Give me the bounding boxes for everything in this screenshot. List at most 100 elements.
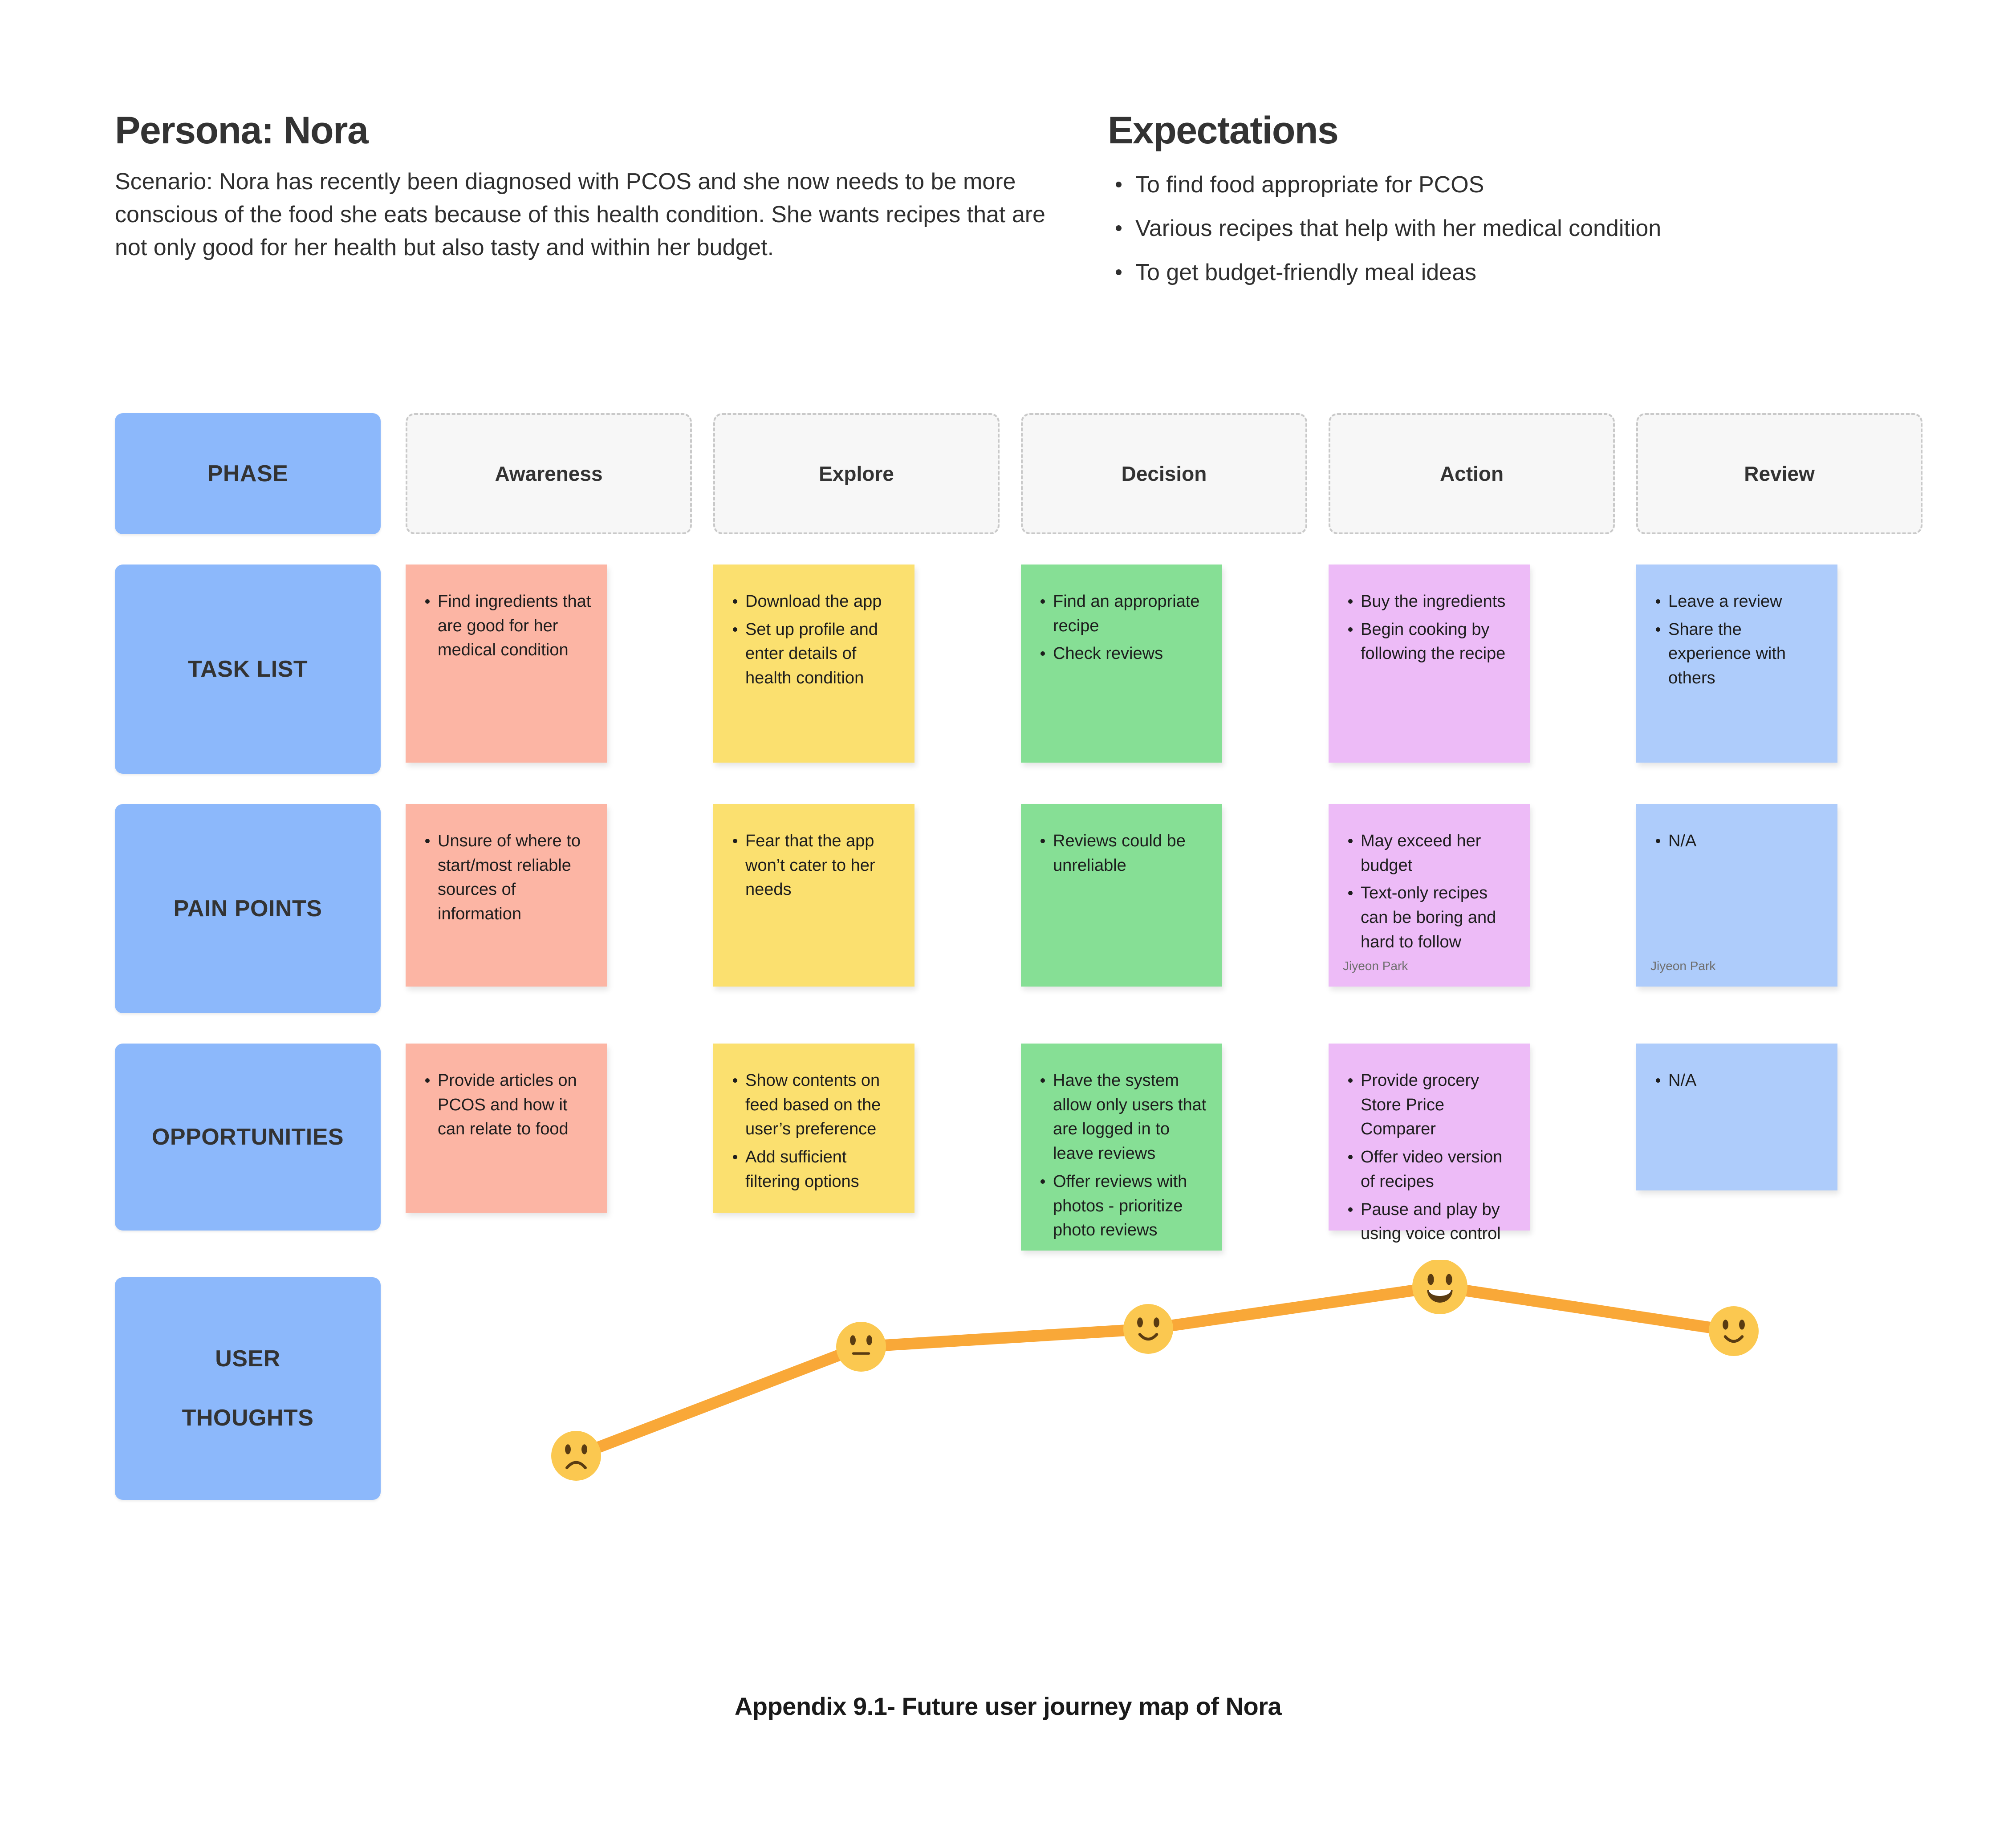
note-bullet-item: Find an appropriate recipe xyxy=(1034,589,1207,638)
note-bullet-item: Unsure of where to start/most reliable s… xyxy=(419,829,592,926)
emoji-eye xyxy=(581,1444,587,1454)
note-bullet-item: Provide grocery Store Price Comparer xyxy=(1342,1068,1515,1141)
row-label-user-thoughts-line1: USER xyxy=(215,1346,280,1372)
note-bullet-item: N/A xyxy=(1650,829,1822,853)
opportunities-note-decision[interactable]: Have the system allow only users that ar… xyxy=(1021,1044,1222,1251)
row-pain-points: PAIN POINTS Unsure of where to start/mos… xyxy=(115,804,1923,1013)
emoji-mouth-smile xyxy=(1723,1335,1744,1343)
emoji-eye xyxy=(1446,1274,1452,1285)
note-bullet-list: Find ingredients that are good for her m… xyxy=(419,589,592,662)
note-slot: Show contents on feed based on the user’… xyxy=(713,1044,1000,1251)
note-bullet-item: Leave a review xyxy=(1650,589,1822,614)
phase-card-action[interactable]: Action xyxy=(1329,413,1615,534)
row-label-task-list-text: TASK LIST xyxy=(187,656,308,682)
note-slot: N/A xyxy=(1636,1044,1923,1251)
phase-track: Awareness Explore Decision Action Review xyxy=(406,413,1923,534)
pain-points-note-explore[interactable]: Fear that the app won’t cater to her nee… xyxy=(713,804,915,987)
row-task-list: TASK LIST Find ingredients that are good… xyxy=(115,565,1923,774)
phase-card-explore[interactable]: Explore xyxy=(713,413,1000,534)
task-list-notes: Find ingredients that are good for her m… xyxy=(406,565,1923,774)
note-bullet-list: Unsure of where to start/most reliable s… xyxy=(419,829,592,926)
expectations-block: Expectations To find food appropriate fo… xyxy=(1108,110,1914,301)
row-label-pain-points: PAIN POINTS xyxy=(115,804,381,1013)
emoji-eye xyxy=(850,1335,856,1345)
note-bullet-list: Provide articles on PCOS and how it can … xyxy=(419,1068,592,1141)
note-author-label: Jiyeon Park xyxy=(1650,959,1716,973)
note-slot: Find ingredients that are good for her m… xyxy=(406,565,692,774)
pain-points-notes: Unsure of where to start/most reliable s… xyxy=(406,804,1923,1013)
pain-points-note-awareness[interactable]: Unsure of where to start/most reliable s… xyxy=(406,804,607,987)
note-bullet-item: Add sufficient filtering options xyxy=(727,1145,899,1194)
emoji-face-slight-smile[interactable] xyxy=(1709,1306,1759,1356)
task-list-note-awareness[interactable]: Find ingredients that are good for her m… xyxy=(406,565,607,763)
emoji-face-sad[interactable] xyxy=(551,1431,601,1481)
note-bullet-item: N/A xyxy=(1650,1068,1822,1093)
row-phase: PHASE Awareness Explore Decision Action … xyxy=(115,413,1923,534)
note-slot: Unsure of where to start/most reliable s… xyxy=(406,804,692,1013)
opportunities-note-awareness[interactable]: Provide articles on PCOS and how it can … xyxy=(406,1044,607,1213)
pain-points-note-decision[interactable]: Reviews could be unreliable xyxy=(1021,804,1222,987)
row-label-task-list: TASK LIST xyxy=(115,565,381,774)
expectations-list: To find food appropriate for PCOS Variou… xyxy=(1108,169,1914,288)
expectation-item: To get budget-friendly meal ideas xyxy=(1108,257,1914,288)
emoji-eye xyxy=(866,1335,872,1345)
emoji-face-slight-smile[interactable] xyxy=(1123,1304,1173,1354)
emoji-face-big-smile[interactable] xyxy=(1412,1260,1467,1314)
note-bullet-item: Download the app xyxy=(727,589,899,614)
note-bullet-item: Buy the ingredients xyxy=(1342,589,1515,614)
emoji-mouth-smile xyxy=(1138,1333,1158,1341)
opportunities-note-explore[interactable]: Show contents on feed based on the user’… xyxy=(713,1044,915,1213)
user-thoughts-curve xyxy=(407,1260,1921,1580)
note-bullet-item: Text-only recipes can be boring and hard… xyxy=(1342,881,1515,954)
emoji-circle xyxy=(1709,1306,1759,1356)
emoji-face-neutral[interactable] xyxy=(836,1322,886,1372)
note-slot: Reviews could be unreliable xyxy=(1021,804,1307,1013)
emoji-teeth xyxy=(1429,1290,1451,1296)
note-bullet-list: Fear that the app won’t cater to her nee… xyxy=(727,829,899,902)
note-bullet-list: Have the system allow only users that ar… xyxy=(1034,1068,1207,1243)
note-author-label: Jiyeon Park xyxy=(1343,959,1408,973)
note-bullet-item: Begin cooking by following the recipe xyxy=(1342,617,1515,666)
row-label-phase: PHASE xyxy=(115,413,381,534)
opportunities-note-review[interactable]: N/A xyxy=(1636,1044,1837,1190)
note-bullet-list: N/A xyxy=(1650,829,1822,853)
phase-card-review[interactable]: Review xyxy=(1636,413,1923,534)
note-bullet-item: Have the system allow only users that ar… xyxy=(1034,1068,1207,1166)
note-bullet-item: Find ingredients that are good for her m… xyxy=(419,589,592,662)
expectation-item: Various recipes that help with her medic… xyxy=(1108,213,1914,244)
emoji-eye xyxy=(565,1444,571,1454)
emoji-eye xyxy=(1739,1320,1745,1330)
pain-points-note-review[interactable]: N/A Jiyeon Park xyxy=(1636,804,1837,987)
persona-scenario: Scenario: Nora has recently been diagnos… xyxy=(115,169,1045,260)
note-bullet-list: N/A xyxy=(1650,1068,1822,1093)
row-opportunities: OPPORTUNITIES Provide articles on PCOS a… xyxy=(115,1044,1923,1251)
note-slot: Provide articles on PCOS and how it can … xyxy=(406,1044,692,1251)
persona-title: Persona: Nora xyxy=(115,109,369,152)
row-label-user-thoughts-line2: THOUGHTS xyxy=(182,1405,314,1431)
note-bullet-item: Provide articles on PCOS and how it can … xyxy=(419,1068,592,1141)
note-bullet-item: Offer reviews with photos - prioritize p… xyxy=(1034,1170,1207,1243)
phase-card-awareness[interactable]: Awareness xyxy=(406,413,692,534)
journey-grid: PHASE Awareness Explore Decision Action … xyxy=(115,413,1923,1500)
emoji-eye xyxy=(1723,1320,1728,1330)
note-bullet-item: Offer video version of recipes xyxy=(1342,1145,1515,1194)
phase-card-decision[interactable]: Decision xyxy=(1021,413,1307,534)
note-bullet-item: Set up profile and enter details of heal… xyxy=(727,617,899,690)
note-slot: Fear that the app won’t cater to her nee… xyxy=(713,804,1000,1013)
note-bullet-item: Check reviews xyxy=(1034,642,1207,666)
